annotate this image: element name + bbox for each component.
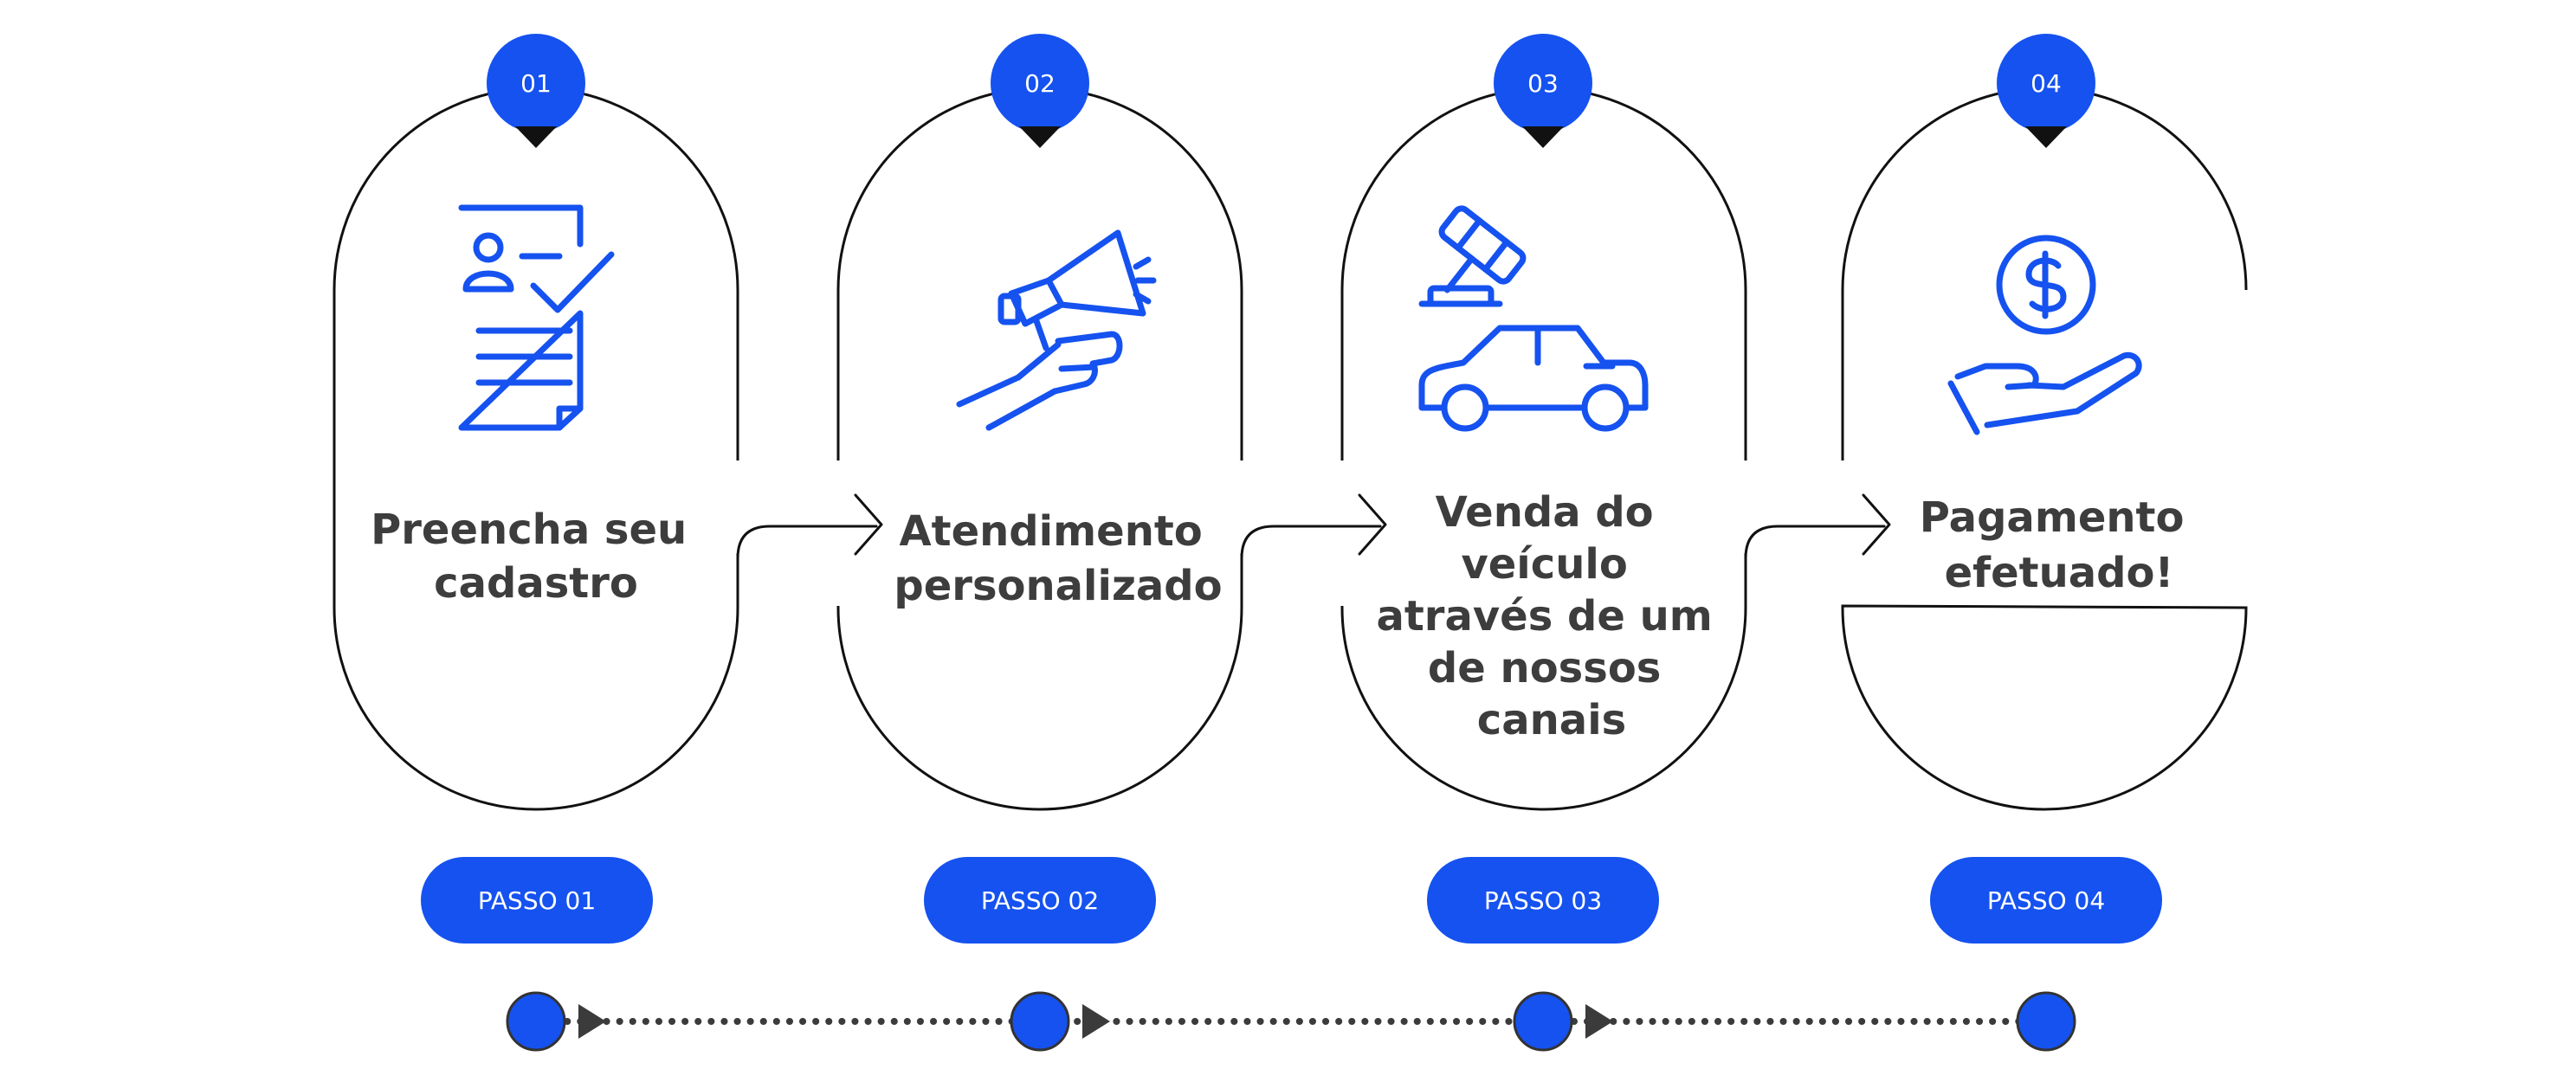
timeline-arrow-3 <box>1585 1004 1613 1039</box>
step-4-badge-label: PASSO 04 <box>1987 886 2105 915</box>
money-hand-icon <box>1951 238 2139 432</box>
timeline-arrow-2 <box>1082 1004 1110 1039</box>
timeline-arrow-1 <box>578 1004 606 1039</box>
step-2-badge-label: PASSO 02 <box>981 886 1099 915</box>
form-checkmark-icon <box>462 208 611 428</box>
connector-arrowhead-1 <box>854 493 883 556</box>
step-1-title: Preencha seu cadastro <box>371 506 701 608</box>
step-2-number: 02 <box>1024 69 1056 98</box>
connector-arrow-1 <box>736 525 878 560</box>
step-2-badge: PASSO 02 <box>924 857 1156 944</box>
connector-arrow-3 <box>1744 525 1886 560</box>
capsule-1-outline <box>332 87 739 811</box>
timeline-node-4 <box>2016 991 2076 1052</box>
timeline-node-2 <box>1010 991 1070 1052</box>
step-3-title: Venda do veículo através de um de nossos… <box>1376 488 1727 744</box>
connector-arrowhead-3 <box>1862 493 1891 556</box>
megaphone-icon <box>959 233 1153 428</box>
step-1-number: 01 <box>520 69 552 98</box>
timeline-node-3 <box>1513 991 1573 1052</box>
step-1-badge: PASSO 01 <box>421 857 653 944</box>
step-3-number: 03 <box>1527 69 1559 98</box>
step-4-badge: PASSO 04 <box>1930 857 2162 944</box>
connector-arrowhead-2 <box>1358 493 1387 556</box>
capsule-2-outline <box>836 87 1243 811</box>
step-3-badge-label: PASSO 03 <box>1484 886 1602 915</box>
timeline-node-1 <box>506 991 566 1052</box>
step-4-title: Pagamento efetuado! <box>1920 493 2198 597</box>
step-4-number: 04 <box>2030 69 2062 98</box>
step-3-badge: PASSO 03 <box>1427 857 1659 944</box>
step-1-badge-label: PASSO 01 <box>478 886 596 915</box>
capsule-4-outline <box>1841 87 2248 811</box>
connector-arrow-2 <box>1240 525 1382 560</box>
step-2-title: Atendimento personalizado <box>894 507 1222 610</box>
gavel-car-icon <box>1415 206 1645 428</box>
